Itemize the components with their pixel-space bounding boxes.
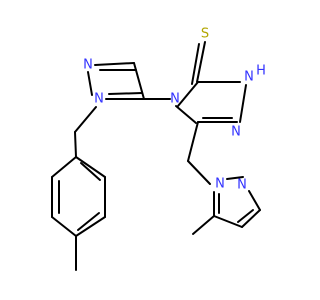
bond-0: [177, 81, 199, 107]
bond-4: [175, 105, 197, 124]
bond-6: [191, 43, 200, 85]
atom-s: S: [201, 27, 209, 42]
atom-n-pyrazole2-top: N: [237, 178, 247, 193]
bond-36: [192, 215, 215, 235]
atom-n-triazole: N: [231, 125, 241, 140]
atom-labels: S N H N N N N N N: [83, 27, 266, 193]
bond-32: [213, 215, 243, 228]
bond-24: [77, 212, 100, 231]
bond-11: [87, 71, 93, 96]
atom-nh-h: H: [256, 64, 266, 79]
bond-22: [75, 156, 106, 178]
atom-n4: N: [170, 92, 180, 107]
bond-15: [74, 106, 97, 133]
bond-14: [108, 92, 143, 95]
atom-n-pyrazole2-sub: N: [215, 177, 225, 192]
atom-n-pyrazole1-top: N: [83, 58, 93, 73]
bond-28: [187, 160, 211, 185]
bond-31: [241, 209, 261, 228]
bond-30: [248, 190, 261, 211]
bond-29: [226, 176, 244, 180]
atom-n-pyrazole1-sub: N: [94, 92, 104, 107]
bond-19: [51, 216, 77, 237]
bond-5: [196, 41, 206, 83]
bond-25: [80, 162, 101, 181]
bond-20: [75, 216, 106, 237]
bond-34: [237, 209, 254, 223]
bond-17: [51, 156, 77, 178]
atom-nh-n: N: [244, 70, 254, 85]
bond-2: [239, 84, 247, 123]
bond-10: [94, 62, 135, 66]
bond-27: [187, 121, 199, 162]
molecule-diagram: S N H N N N N N N: [51, 27, 266, 271]
bonds: [51, 41, 261, 271]
bond-16: [74, 131, 77, 158]
